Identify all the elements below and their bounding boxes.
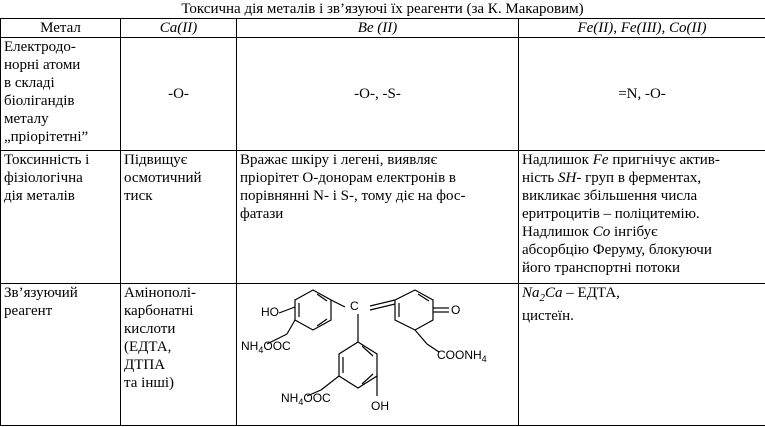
cell-ca-toxicity: Підвищує осмотичний тиск bbox=[120, 150, 237, 284]
table-row-reagent: Зв’язуючий реагент Амінополі- карбонатні… bbox=[0, 283, 765, 426]
table-row-toxicity: Токсинність і фізіологічна дія металів П… bbox=[0, 150, 765, 284]
formula-label-nh4ooc-left: NH4OOC bbox=[241, 339, 291, 355]
formula-label-nh4ooc-bottom: NH4OOC bbox=[281, 391, 331, 407]
formula-label-oh: OH bbox=[371, 399, 389, 413]
row-label-reagent: Зв’язуючий реагент bbox=[0, 283, 121, 426]
cell-be-toxicity: Вражає шкіру і легені, виявляє пріорітет… bbox=[236, 150, 519, 284]
row-label-donor-atoms: Електродо- норні атоми в складі біоліган… bbox=[0, 37, 121, 151]
row-label-toxicity: Токсинність і фізіологічна дія металів bbox=[0, 150, 121, 284]
table-title: Токсична дія металів і зв’язуючі їх реаг… bbox=[181, 1, 584, 17]
formula-label-oxygen: O bbox=[451, 303, 460, 317]
table-row-donor-atoms: Електродо- норні атоми в складі біоліган… bbox=[0, 37, 765, 151]
formula-label-carbon: C bbox=[350, 299, 359, 313]
formula-bonds bbox=[266, 289, 449, 397]
formula-label-ho: HO bbox=[261, 305, 279, 319]
header-metal: Метал bbox=[0, 18, 121, 38]
header-fe-co: Fe(II), Fe(III), Co(II) bbox=[518, 18, 765, 38]
formula-label-coonh4: COONH4 bbox=[437, 348, 487, 364]
cell-fe-reagent: Na2Ca – ЕДТА, цистеїн. bbox=[518, 283, 765, 426]
cell-ca-donor: -O- bbox=[120, 37, 237, 151]
cell-be-donor: -O-, -S- bbox=[236, 37, 519, 151]
cell-fe-donor: =N, -O- bbox=[518, 37, 765, 151]
cell-fe-toxicity: Надлишок Fe пригнічує актив- ність SH- г… bbox=[518, 150, 765, 284]
cell-ca-reagent: Амінополі- карбонатні кислоти (ЕДТА, ДТП… bbox=[120, 283, 237, 426]
structural-formula: HO C O NH4OOC COONH4 NH4OOC OH bbox=[241, 289, 487, 413]
header-be: Be (II) bbox=[236, 18, 519, 38]
metal-toxicity-table: Метал Ca(II) Be (II) Fe(II), Fe(III), Co… bbox=[0, 18, 765, 426]
header-row: Метал Ca(II) Be (II) Fe(II), Fe(III), Co… bbox=[0, 18, 765, 38]
cell-be-reagent-formula: HO C O NH4OOC COONH4 NH4OOC OH bbox=[236, 283, 519, 426]
header-ca: Ca(II) bbox=[120, 18, 237, 38]
